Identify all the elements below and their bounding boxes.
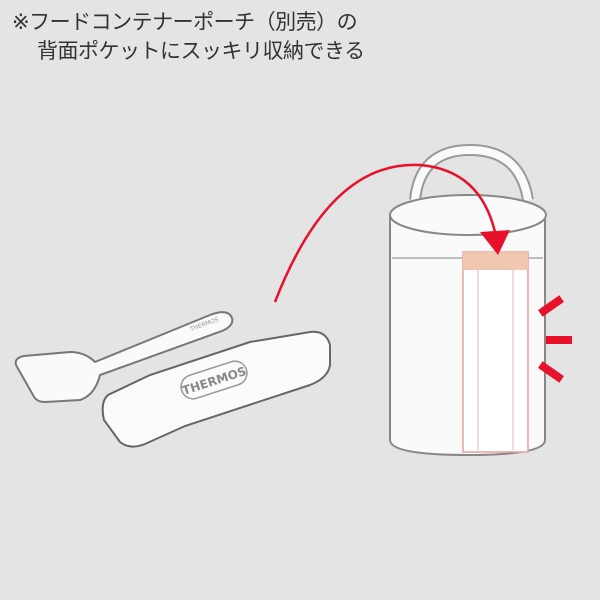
caption-line-2: 背面ポケットにスッキリ収納できる [37, 39, 365, 63]
food-container-pouch [389, 143, 547, 457]
back-pocket [462, 251, 529, 453]
spoon: THERMOS [14, 311, 234, 404]
spoon-case: THERMOS [101, 330, 331, 448]
caption-line-1: ※フードコンテナーポーチ（別売）の [12, 10, 358, 34]
caption: ※フードコンテナーポーチ（別売）の 背面ポケットにスッキリ収納できる [12, 8, 365, 66]
insert-arrow-icon [273, 163, 510, 303]
pocket-opening [463, 252, 528, 270]
emphasis-marks-icon [538, 295, 572, 383]
